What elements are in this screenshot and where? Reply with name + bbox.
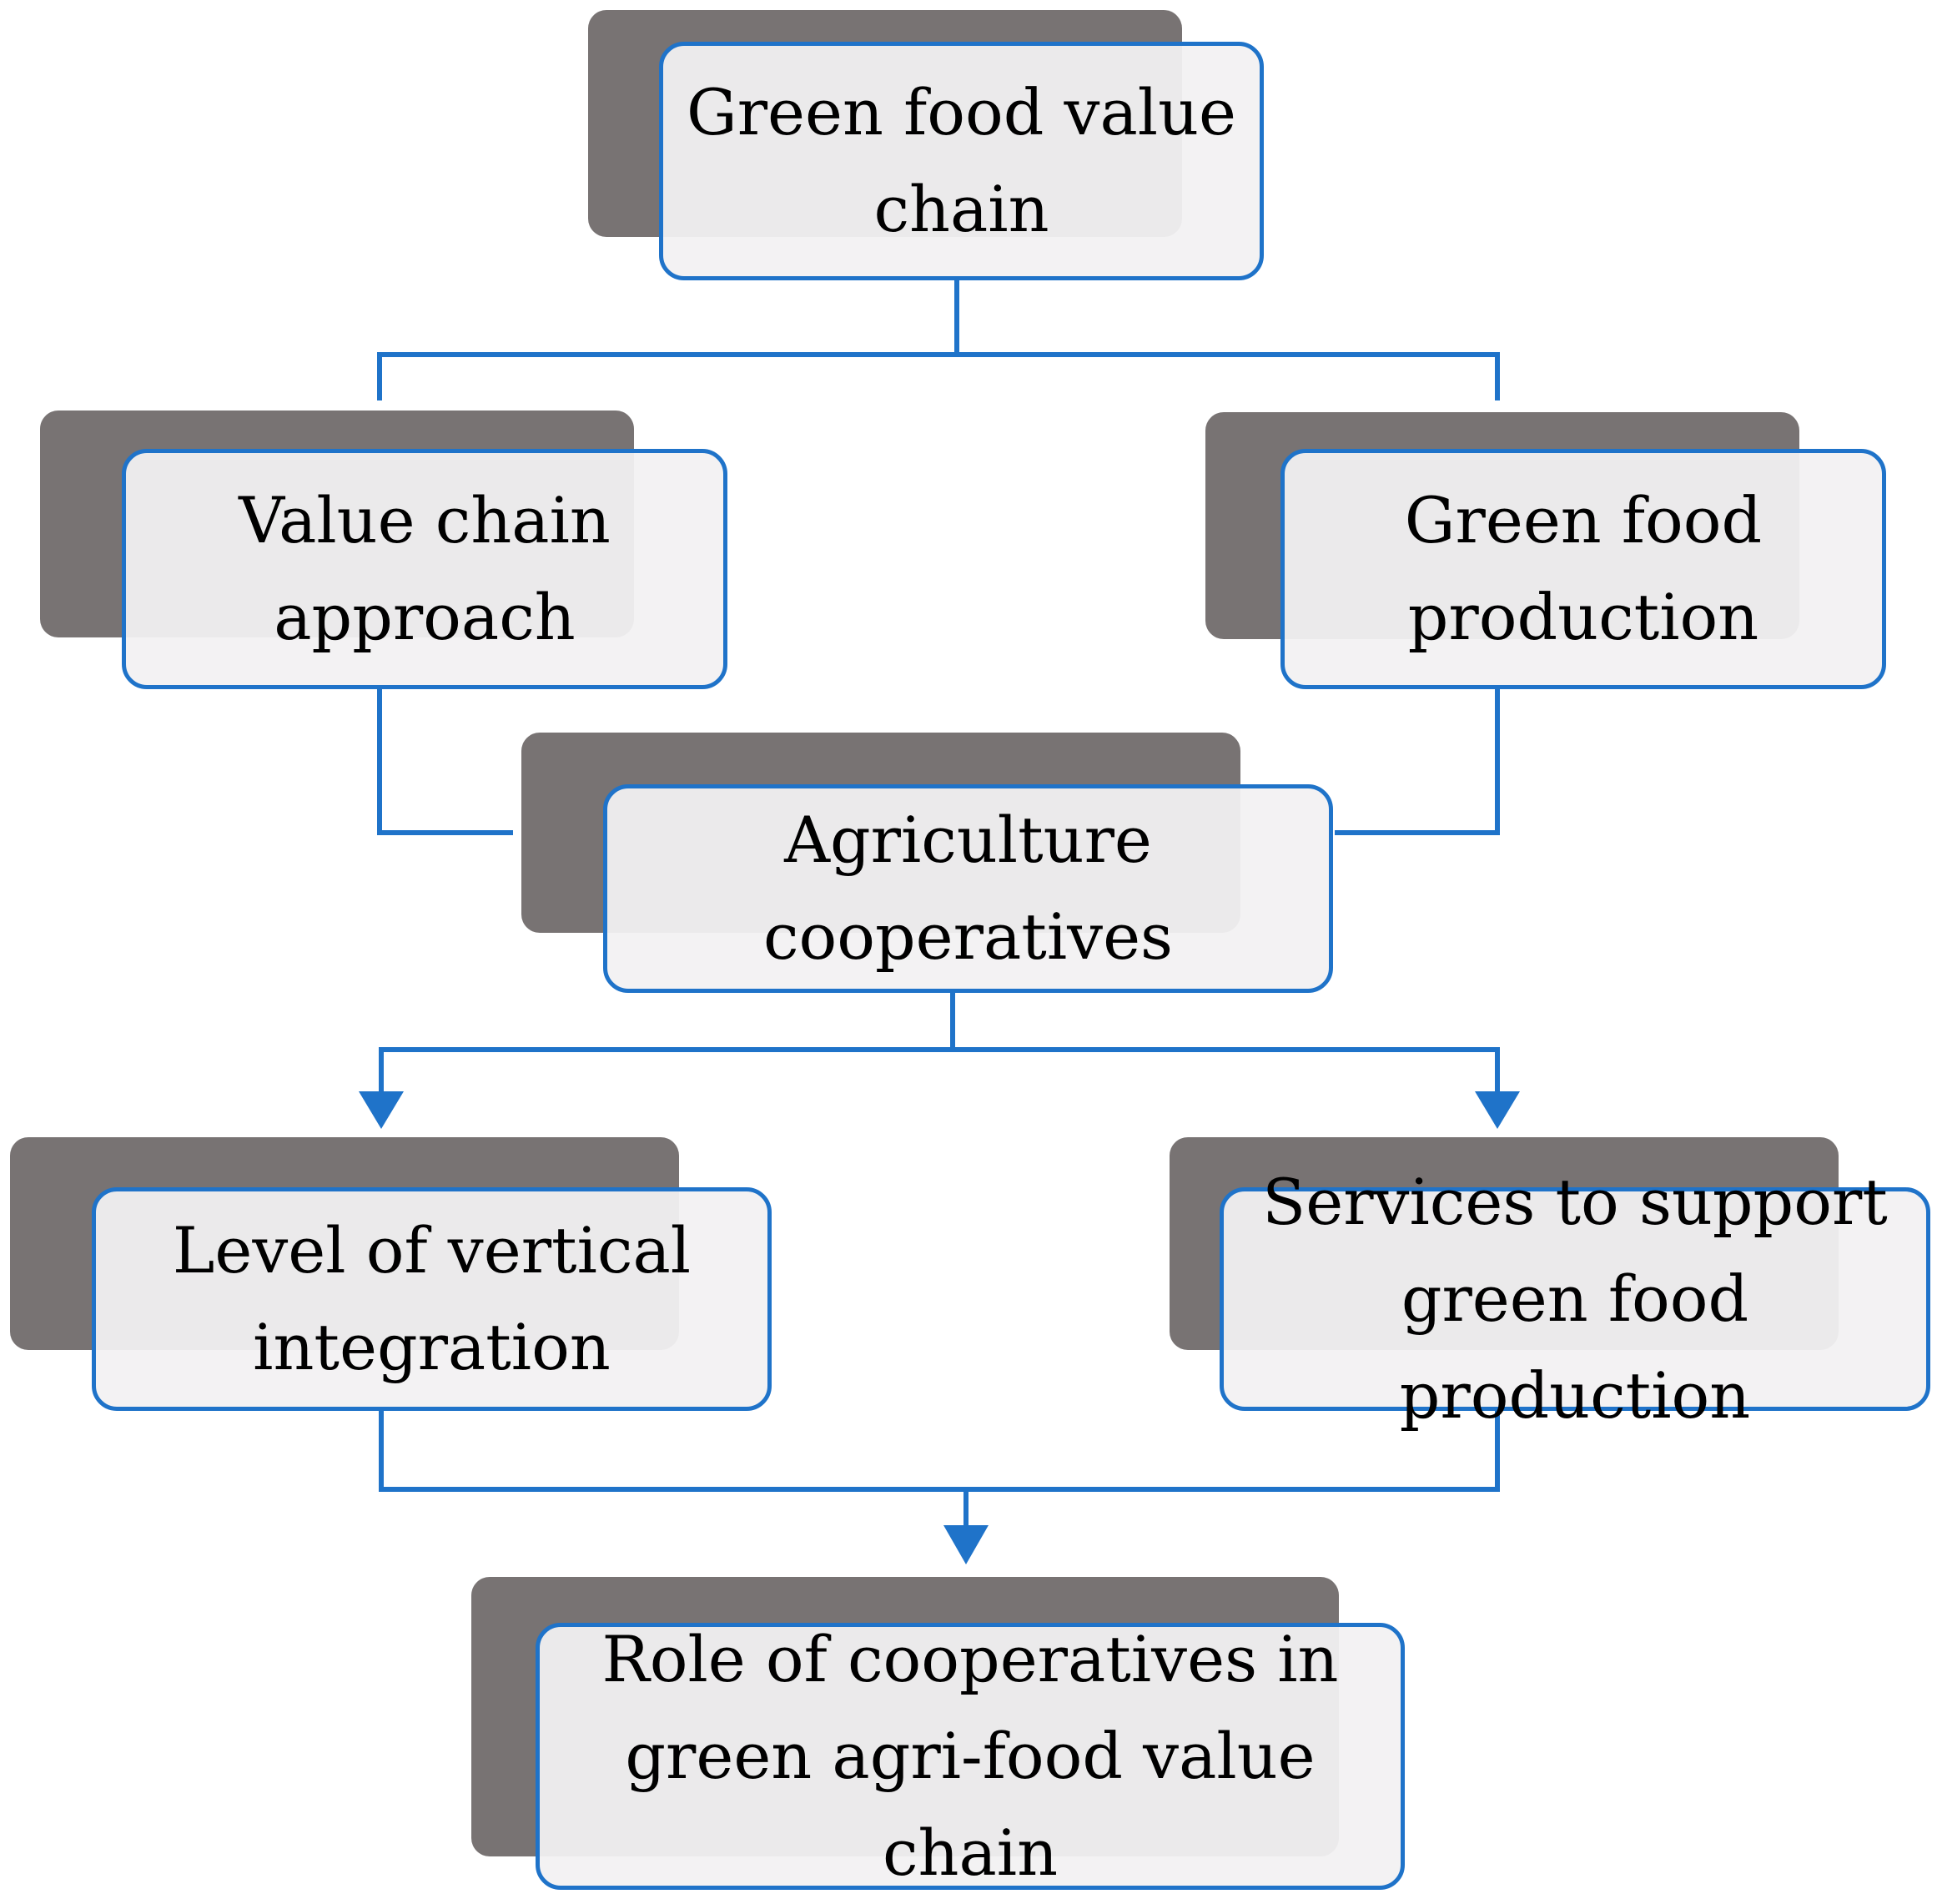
connector-bottom-merge [379, 1410, 1500, 1492]
arrowhead-to-services [1475, 1091, 1520, 1129]
node-box: Value chain approach [122, 449, 727, 689]
node-box: Level of vertical integration [92, 1187, 772, 1411]
node-label: Services to support green food productio… [1262, 1165, 1888, 1433]
node-label: Green food production [1404, 483, 1763, 654]
node-box: Agriculture cooperatives [603, 784, 1333, 993]
arrowhead-to-vertical-integration [359, 1091, 404, 1129]
node-label: Value chain approach [239, 483, 611, 654]
node-box: Services to support green food productio… [1220, 1165, 1930, 1433]
connector-middle-branch [379, 1047, 1500, 1091]
node-label: Agriculture cooperatives [762, 803, 1174, 974]
connector-left-merge [377, 689, 513, 835]
arrowhead-to-role [943, 1525, 989, 1564]
connector-right-merge [1335, 689, 1500, 835]
node-label: Green food value chain [686, 75, 1237, 246]
node-box: Green food value chain [659, 42, 1264, 280]
connector-top-branch [377, 352, 1500, 400]
node-box: Green food production [1280, 449, 1886, 689]
node-box: Role of cooperatives in green agri-food … [536, 1622, 1405, 1890]
node-label: Role of cooperatives in green agri-food … [601, 1622, 1339, 1890]
node-label: Level of vertical integration [172, 1213, 692, 1384]
